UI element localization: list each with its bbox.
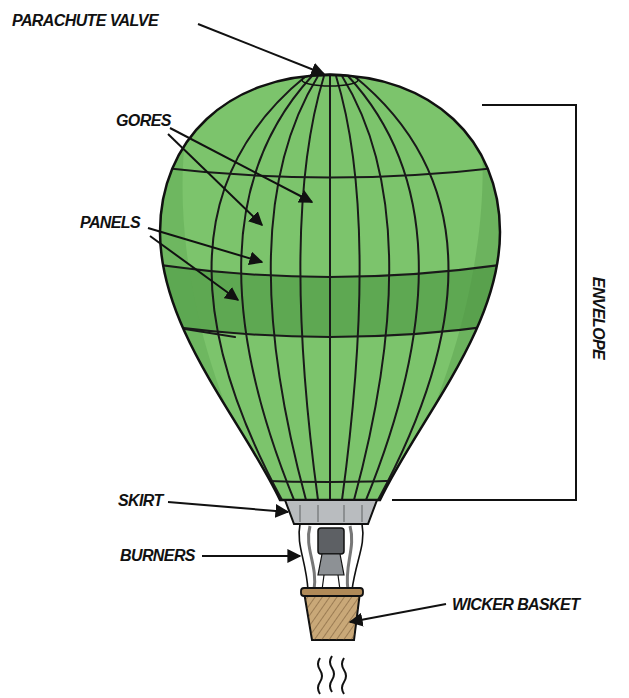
envelope-bracket [392,105,576,500]
gore-seam [300,76,324,500]
envelope [140,74,520,500]
panels-label: PANELS [80,214,140,232]
gores-label: GORES [116,112,171,130]
skirt [285,500,377,524]
valve-label: PARACHUTE VALVE [12,12,158,30]
gore-seam [329,76,331,500]
wicker-basket [301,588,363,640]
leader-lines [148,24,576,622]
envelope-label: ENVELOPE [589,277,607,359]
gore-seam [354,76,449,500]
heat-lines [318,656,346,694]
skirt-label: SKIRT [118,492,163,510]
gore-seam [342,76,389,500]
burners-label: BURNERS [120,547,195,565]
basket-label: WICKER BASKET [452,596,579,614]
burners [299,524,363,590]
gore-seam [211,76,306,500]
gore-seam [336,76,360,500]
